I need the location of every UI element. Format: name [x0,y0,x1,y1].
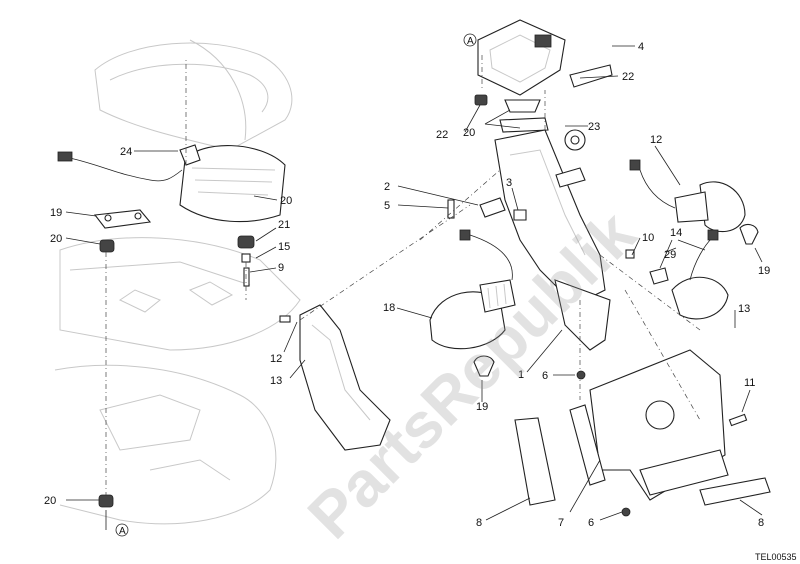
callout-leaders [65,45,763,521]
callout-24: 20 [280,195,292,207]
callout-18: 18 [383,302,395,314]
right-lower-indicator [625,229,729,320]
callout-22: 22 [436,129,448,141]
drawing-reference-code: TEL00535 [755,552,797,562]
callout-29: 29 [664,249,676,261]
callout-17: 15 [278,241,290,253]
callout-3: 3 [506,177,512,189]
svg-text:A: A [467,36,474,47]
callout-21: 19 [50,207,62,219]
callout-8-left: 8 [476,517,482,529]
callout-19-left: 19 [476,401,488,413]
callout-9: 9 [278,262,284,274]
callout-23: 20 [463,127,475,139]
callout-19-right: 19 [758,265,770,277]
callout-7: 7 [558,517,564,529]
number-plate-bracket [514,349,771,517]
callout-5: 5 [384,200,390,212]
callout-15: 13 [738,303,750,315]
callout-4: 4 [638,41,644,53]
small-hardware-left [93,60,255,508]
callout-6-lower: 6 [588,517,594,529]
tail-section-ghost [54,39,301,525]
tail-light-wiring [57,151,183,182]
reference-marker-top: A [463,33,477,47]
callout-16: 14 [670,227,682,239]
plate-holder-frame [494,129,611,351]
callout-13: 13 [270,375,282,387]
callout-12: 12 [270,353,282,365]
left-turn-indicator [429,229,516,377]
callout-20: 20 [50,233,62,245]
star-washer [564,129,586,151]
mounting-pins [447,167,586,221]
callout-27: 23 [588,121,600,133]
callout-11: 11 [744,377,755,389]
callout-2: 2 [384,181,390,193]
callout-25: 21 [278,219,290,231]
callout-28: 24 [120,146,132,158]
rear-mudguard-bracket [279,304,391,451]
reference-marker-bottom: A [105,510,129,537]
callout-20-lower: 20 [44,495,56,507]
callout-8-right: 8 [758,517,764,529]
upper-mount-bracket [474,19,613,133]
svg-text:A: A [119,526,126,537]
callout-numbers: 24 20 19 20 21 15 9 20 4 22 22 20 23 2 5… [44,41,770,529]
assembly-lines [299,90,701,421]
callout-1: 1 [518,369,524,381]
callout-14: 12 [650,134,662,146]
callout-26: 22 [622,71,634,83]
callout-10: 10 [642,232,654,244]
right-turn-indicator [629,159,759,245]
callout-6-upper: 6 [542,370,548,382]
tail-light-assembly [179,144,286,223]
